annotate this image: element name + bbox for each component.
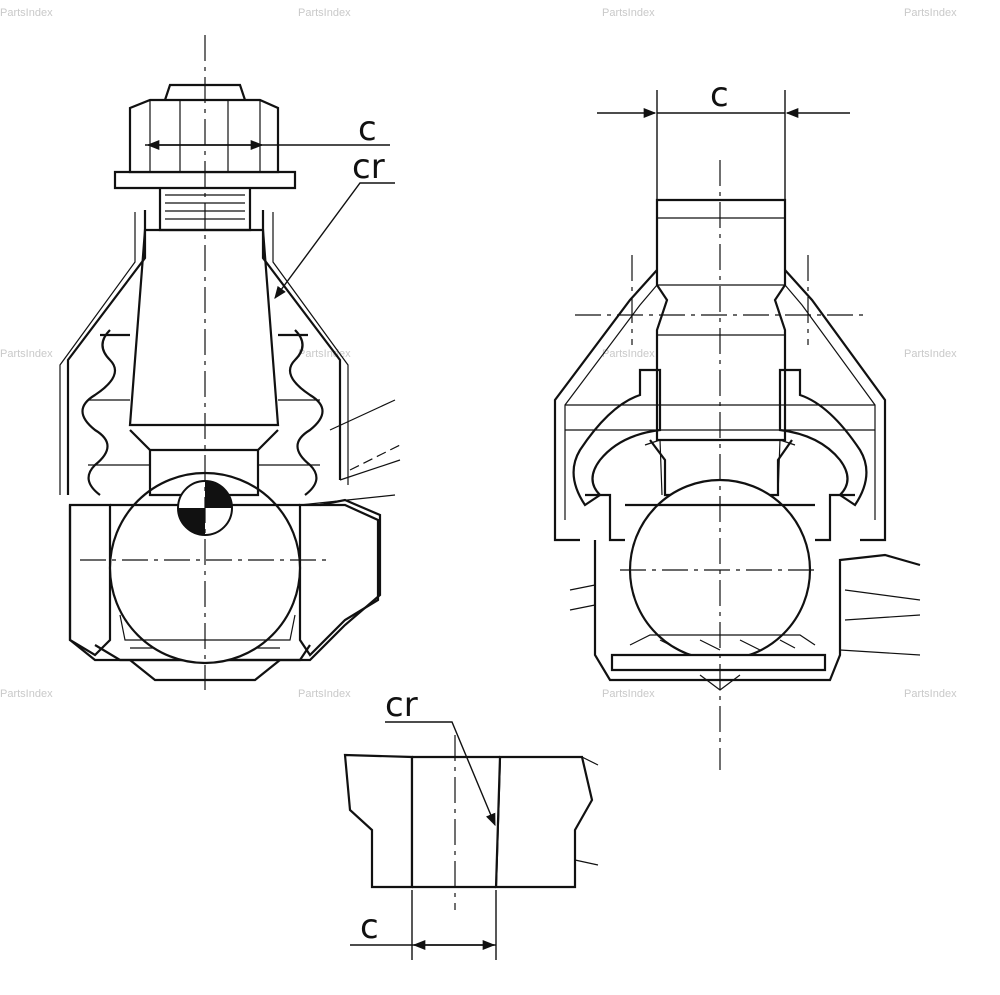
dimension-label-c-left: c <box>358 109 377 149</box>
watermark: PartsIndex <box>904 348 957 360</box>
watermark: PartsIndex <box>0 348 53 360</box>
left-ball-joint-section <box>59 35 401 690</box>
taper-bore-detail <box>343 721 599 960</box>
dimension-label-cr-left: cr <box>352 147 385 187</box>
watermark: PartsIndex <box>298 7 351 19</box>
dimension-label-cr-bottom: cr <box>385 685 418 725</box>
right-ball-joint-section <box>553 90 921 770</box>
watermark: PartsIndex <box>298 688 351 700</box>
watermark: PartsIndex <box>904 688 957 700</box>
watermark: PartsIndex <box>904 7 957 19</box>
watermark: PartsIndex <box>602 348 655 360</box>
dimension-label-c-bottom: c <box>360 907 379 947</box>
watermark: PartsIndex <box>0 7 53 19</box>
watermarks: PartsIndex PartsIndex PartsIndex PartsIn… <box>0 7 957 700</box>
dimension-label-c-right: c <box>710 75 729 115</box>
watermark: PartsIndex <box>0 688 53 700</box>
watermark: PartsIndex <box>602 688 655 700</box>
watermark: PartsIndex <box>602 7 655 19</box>
